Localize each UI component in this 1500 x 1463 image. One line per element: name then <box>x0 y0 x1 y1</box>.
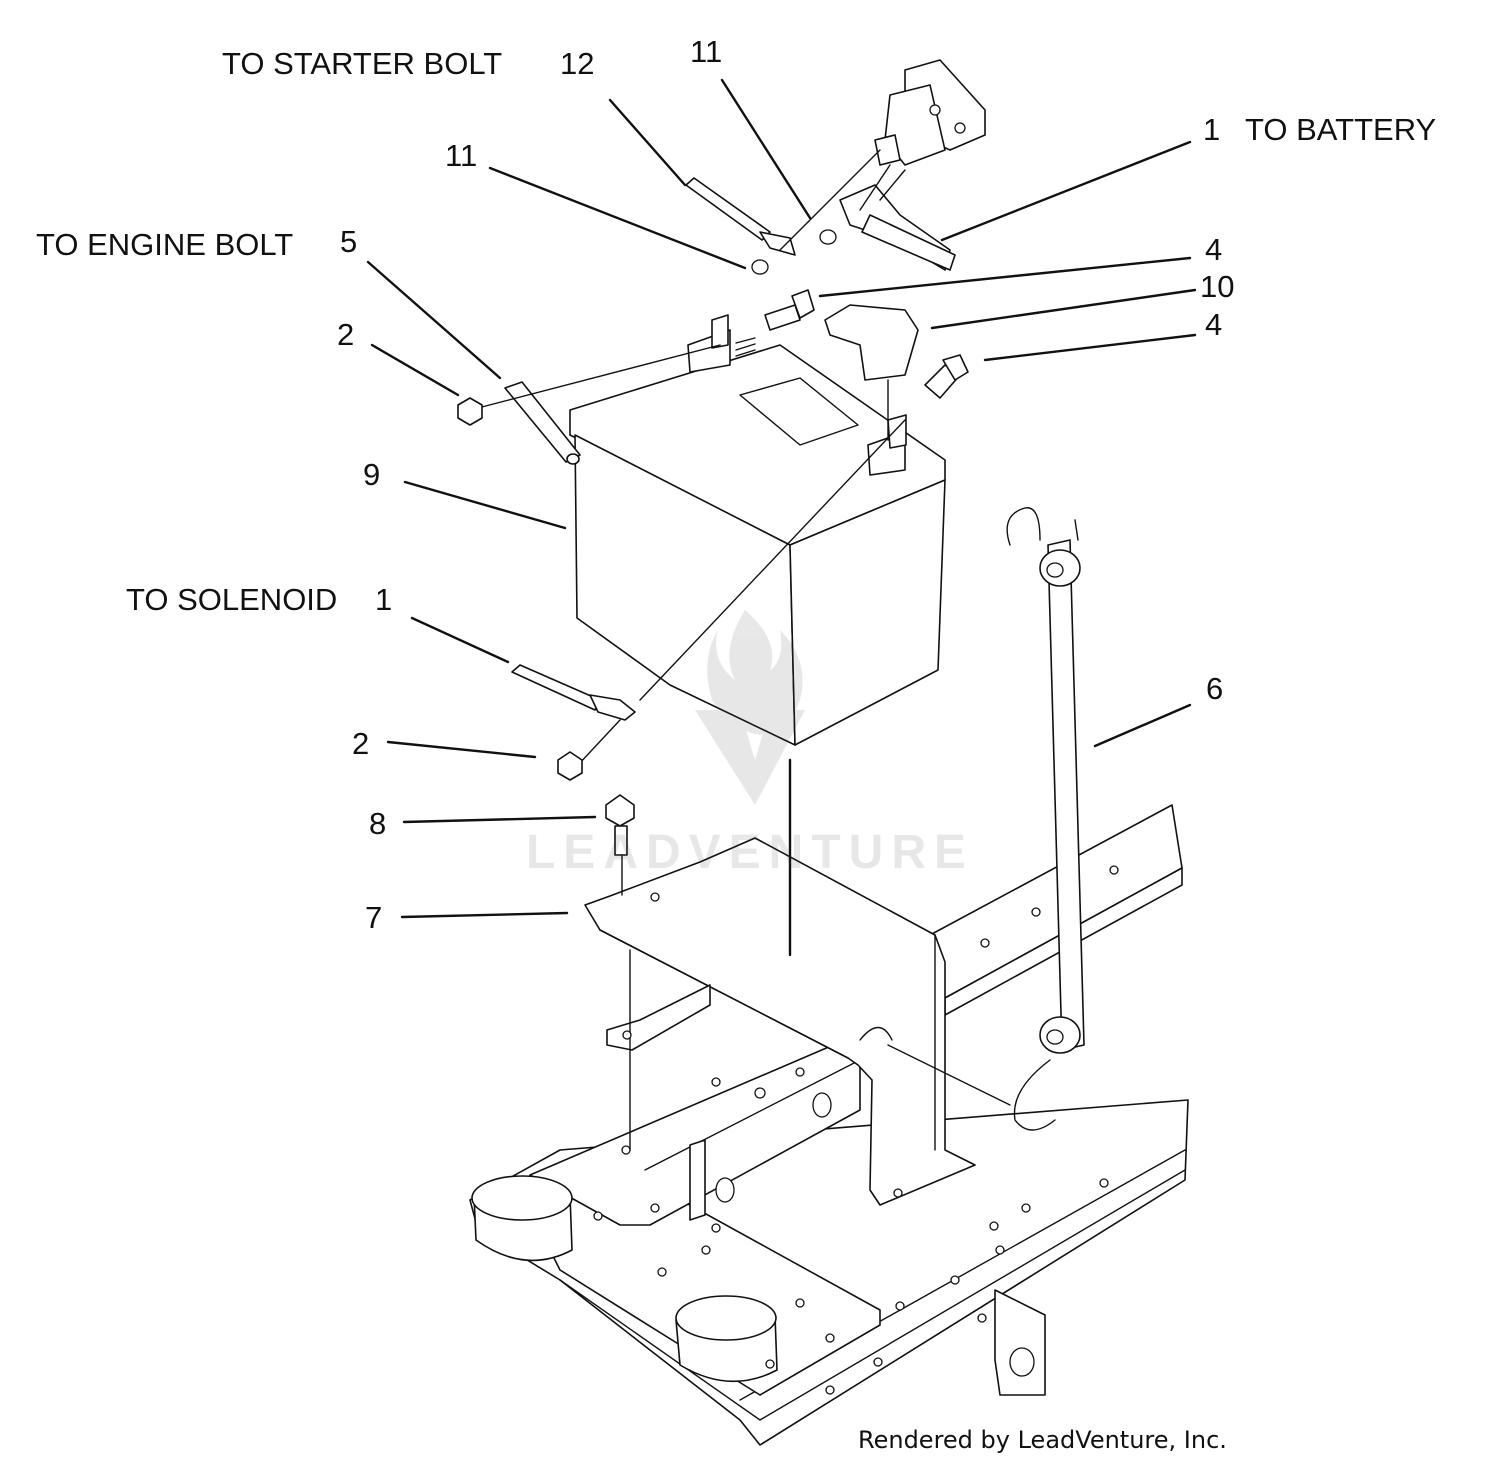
callout-12: 12 <box>560 46 594 81</box>
leadventure-watermark: LEADVENTURE <box>526 610 974 879</box>
flame-logo-icon <box>707 610 803 735</box>
label-to-engine-bolt: TO ENGINE BOLT <box>36 227 293 262</box>
label-to-battery: TO BATTERY <box>1245 112 1436 147</box>
callout-4-lower: 4 <box>1205 307 1222 342</box>
render-credit: Rendered by LeadVenture, Inc. <box>858 1426 1227 1454</box>
callout-5: 5 <box>340 224 357 259</box>
callout-2-lower: 2 <box>352 726 369 761</box>
v-logo-icon <box>695 710 805 805</box>
callout-1-bottom: 1 <box>375 582 392 617</box>
hold-down-rod <box>887 507 1085 1131</box>
frame <box>469 1039 1189 1446</box>
label-to-starter-bolt: TO STARTER BOLT <box>222 46 502 81</box>
callout-7: 7 <box>365 900 382 935</box>
callout-11-left: 11 <box>445 138 477 173</box>
battery-tray <box>584 837 976 1206</box>
callout-labels: TO STARTER BOLT 12 11 1 TO BATTERY 11 TO… <box>36 34 1436 935</box>
label-to-solenoid: TO SOLENOID <box>126 582 337 617</box>
callout-8: 8 <box>369 806 386 841</box>
frame-holes <box>593 1067 1109 1395</box>
battery <box>569 314 946 746</box>
callout-1-top: 1 <box>1203 112 1220 147</box>
callout-6: 6 <box>1206 671 1223 706</box>
watermark-text: LEADVENTURE <box>526 826 974 879</box>
callout-2-upper: 2 <box>337 317 354 352</box>
leader-lines <box>366 78 1197 919</box>
callout-4-upper: 4 <box>1205 232 1222 267</box>
callout-9: 9 <box>363 457 380 492</box>
cables-and-hardware <box>457 59 986 957</box>
callout-10: 10 <box>1200 269 1234 304</box>
callout-11-top: 11 <box>690 34 722 69</box>
